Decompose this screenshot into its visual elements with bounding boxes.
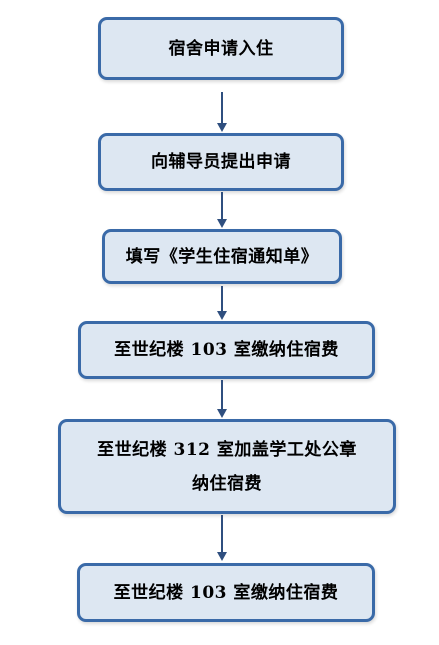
arrow-down-2 bbox=[217, 192, 227, 228]
step-label: 填写《学生住宿通知单》 bbox=[125, 246, 319, 267]
step-pay-fee: 至世纪楼 103 室缴纳住宿费 bbox=[78, 321, 375, 379]
step-label: 至世纪楼 103 室缴纳住宿费 bbox=[114, 340, 339, 360]
step-pay-fee-final: 至世纪楼 103 室缴纳住宿费 bbox=[77, 563, 375, 622]
step-label: 宿舍申请入住 bbox=[168, 38, 274, 59]
step-request-counselor: 向辅导员提出申请 bbox=[98, 133, 344, 191]
arrow-down-5 bbox=[217, 515, 227, 561]
step-fill-form: 填写《学生住宿通知单》 bbox=[102, 229, 342, 284]
step-label: 至世纪楼 103 室缴纳住宿费 bbox=[113, 582, 339, 603]
arrow-down-1 bbox=[217, 92, 227, 132]
arrow-down-3 bbox=[217, 286, 227, 320]
step-label-line2: 纳住宿费 bbox=[192, 473, 262, 494]
step-stamp-office: 至世纪楼 312 室加盖学工处公章 纳住宿费 bbox=[58, 419, 396, 514]
step-apply-dorm: 宿舍申请入住 bbox=[98, 17, 344, 80]
step-label: 向辅导员提出申请 bbox=[151, 152, 291, 172]
step-label-line1: 至世纪楼 312 室加盖学工处公章 bbox=[97, 439, 357, 460]
arrow-down-4 bbox=[217, 380, 227, 418]
